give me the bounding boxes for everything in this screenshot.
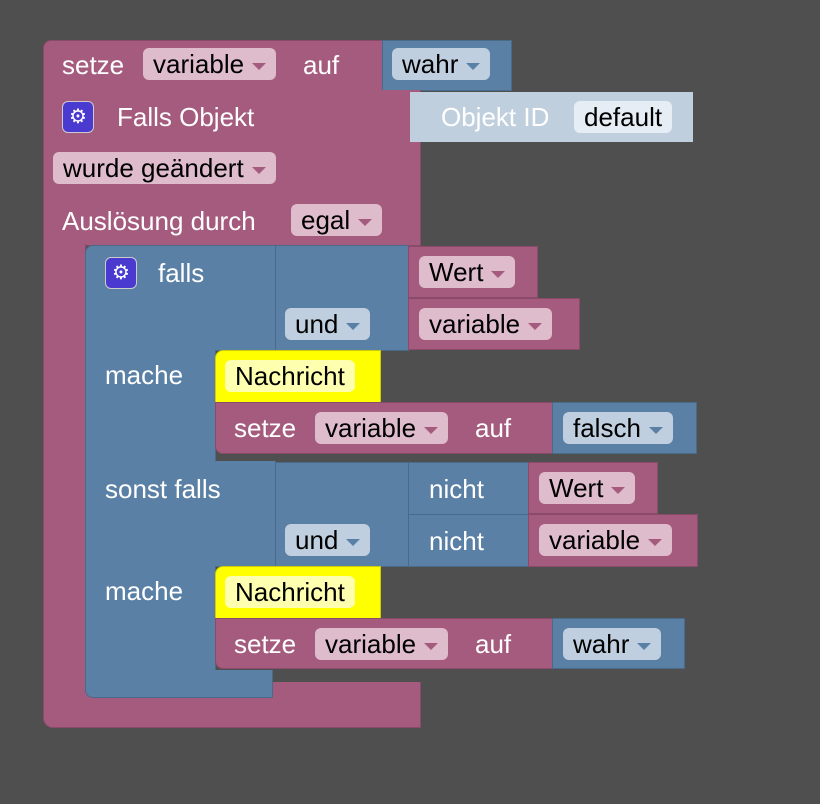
chevron-down-icon xyxy=(528,322,543,330)
set-label: setze xyxy=(234,413,297,443)
chevron-down-icon xyxy=(637,642,652,650)
dropdown-value: variable xyxy=(153,49,245,79)
dropdown-value: variable xyxy=(325,629,417,659)
object-id-field[interactable]: default xyxy=(574,101,673,133)
dropdown-value: egal xyxy=(301,205,351,235)
chevron-down-icon xyxy=(648,426,663,434)
chevron-down-icon xyxy=(252,62,267,70)
boolean-dropdown[interactable]: wahr xyxy=(392,48,491,80)
chevron-down-icon xyxy=(251,166,266,174)
cause-label: Auslösung durch xyxy=(62,206,256,236)
to-label: auf xyxy=(475,413,512,443)
chevron-down-icon xyxy=(346,322,361,330)
object-id-label: Objekt ID xyxy=(441,102,550,132)
dropdown-value: variable xyxy=(325,413,417,443)
logic-op-dropdown[interactable]: und xyxy=(285,308,371,340)
not-block[interactable] xyxy=(408,514,529,567)
if-label: falls xyxy=(158,258,205,288)
if-block-spine xyxy=(85,350,216,463)
condition-dropdown[interactable]: wurde geändert xyxy=(53,152,276,184)
not-label: nicht xyxy=(429,526,484,556)
chevron-down-icon xyxy=(346,538,361,546)
variable-dropdown[interactable]: variable xyxy=(143,48,277,80)
dropdown-value: und xyxy=(295,309,339,339)
logic-op-dropdown[interactable]: und xyxy=(285,524,371,556)
chevron-down-icon xyxy=(424,426,439,434)
chevron-down-icon xyxy=(491,270,506,278)
variable-dropdown[interactable]: variable xyxy=(419,308,553,340)
gear-icon[interactable]: ⚙ xyxy=(62,101,94,133)
dropdown-value: Wert xyxy=(549,473,604,503)
elseif-label: sonst falls xyxy=(105,474,221,504)
value-dropdown[interactable]: Wert xyxy=(419,256,516,288)
dropdown-value: wurde geändert xyxy=(63,153,244,183)
to-label: auf xyxy=(303,50,340,80)
if-block-bottom xyxy=(85,670,273,698)
chevron-down-icon xyxy=(648,538,663,546)
elseif-section xyxy=(85,461,276,567)
dropdown-value: und xyxy=(295,525,339,555)
message-text[interactable]: Nachricht xyxy=(225,576,355,608)
dropdown-value: variable xyxy=(549,525,641,555)
trigger-title: Falls Objekt xyxy=(117,102,255,132)
do-label: mache xyxy=(105,576,184,606)
chevron-down-icon xyxy=(358,218,373,226)
dropdown-value: variable xyxy=(429,309,521,339)
to-label: auf xyxy=(475,629,512,659)
chevron-down-icon xyxy=(611,486,626,494)
dropdown-value: wahr xyxy=(573,629,630,659)
boolean-dropdown[interactable]: wahr xyxy=(563,628,662,660)
cause-dropdown[interactable]: egal xyxy=(291,204,383,236)
not-label: nicht xyxy=(429,474,484,504)
message-text[interactable]: Nachricht xyxy=(225,360,355,392)
value-dropdown[interactable]: Wert xyxy=(539,472,636,504)
chevron-down-icon xyxy=(424,642,439,650)
set-label: setze xyxy=(62,50,125,80)
boolean-dropdown[interactable]: falsch xyxy=(563,412,673,444)
gear-icon[interactable]: ⚙ xyxy=(105,257,137,289)
not-block[interactable] xyxy=(408,462,529,515)
trigger-block-spine xyxy=(43,244,86,684)
chevron-down-icon xyxy=(466,62,481,70)
dropdown-value: falsch xyxy=(573,413,641,443)
variable-dropdown[interactable]: variable xyxy=(539,524,673,556)
variable-dropdown[interactable]: variable xyxy=(315,628,449,660)
do-label: mache xyxy=(105,360,184,390)
dropdown-value: wahr xyxy=(402,49,459,79)
dropdown-value: Wert xyxy=(429,257,484,287)
set-label: setze xyxy=(234,629,297,659)
variable-dropdown[interactable]: variable xyxy=(315,412,449,444)
